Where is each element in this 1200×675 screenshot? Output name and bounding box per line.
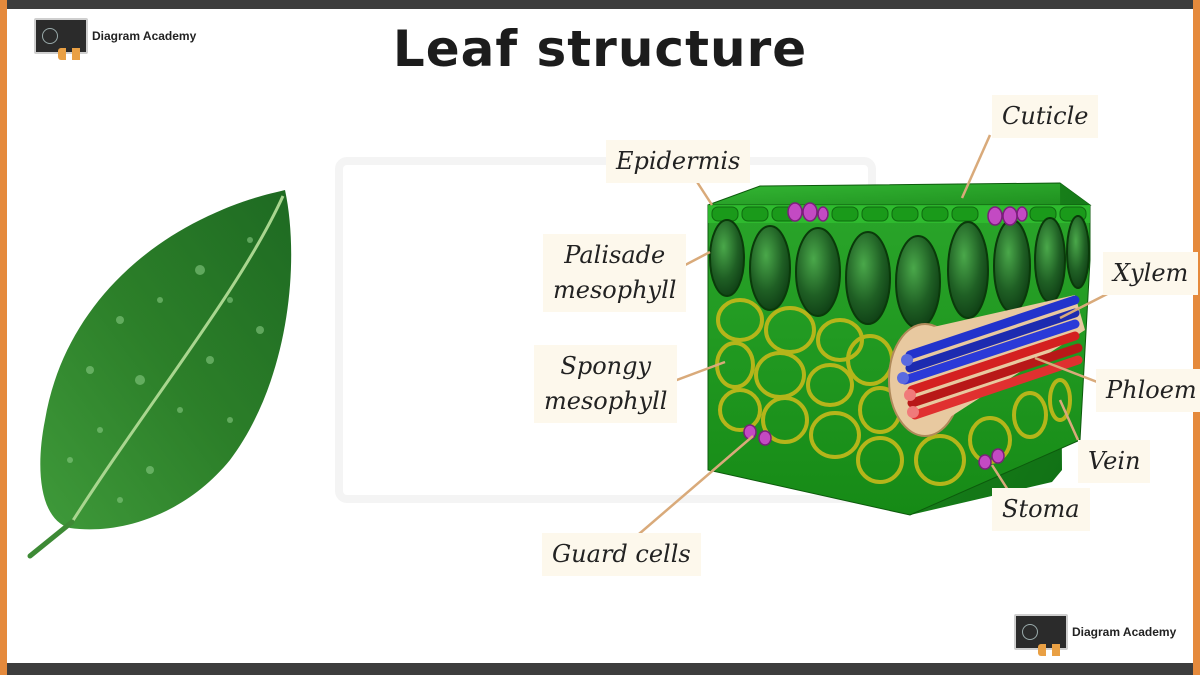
label-stoma: Stoma	[992, 488, 1090, 531]
label-guard-cells: Guard cells	[542, 533, 701, 576]
label-phloem: Phloem	[1096, 369, 1200, 412]
brand-name: Diagram Academy	[92, 29, 197, 43]
chalkboard-icon	[34, 18, 90, 60]
label-epidermis: Epidermis	[606, 140, 751, 183]
vein-bundle	[888, 295, 1085, 437]
label-palisade-mesophyll: Palisade mesophyll	[543, 234, 687, 312]
brand-name: Diagram Academy	[1072, 625, 1177, 639]
palisade-cells	[709, 215, 1090, 329]
label-spongy-mesophyll: Spongy mesophyll	[534, 345, 678, 423]
label-spongy-line2: mesophyll	[544, 386, 668, 415]
chalkboard-icon	[1014, 614, 1070, 656]
frame-right-bar	[1193, 0, 1200, 675]
frame-bottom-bar	[0, 663, 1200, 675]
label-xylem: Xylem	[1103, 252, 1199, 295]
brand-logo-bottom: Diagram Academy	[1014, 614, 1177, 656]
frame-top-bar	[0, 0, 1200, 9]
whole-leaf	[27, 190, 292, 559]
xylem-tubes	[897, 295, 1080, 385]
phloem-tubes	[904, 331, 1083, 420]
label-cuticle: Cuticle	[992, 95, 1099, 138]
brand-logo-top: Diagram Academy	[34, 18, 197, 60]
guard-cells	[743, 202, 1028, 470]
label-palisade-line2: mesophyll	[553, 275, 677, 304]
label-palisade-line1: Palisade	[564, 241, 666, 269]
frame-left-bar	[0, 0, 7, 675]
label-vein: Vein	[1078, 440, 1151, 483]
leaf-cross-section	[707, 182, 1092, 516]
label-spongy-line1: Spongy	[560, 352, 652, 380]
page-title: Leaf structure	[392, 20, 808, 78]
